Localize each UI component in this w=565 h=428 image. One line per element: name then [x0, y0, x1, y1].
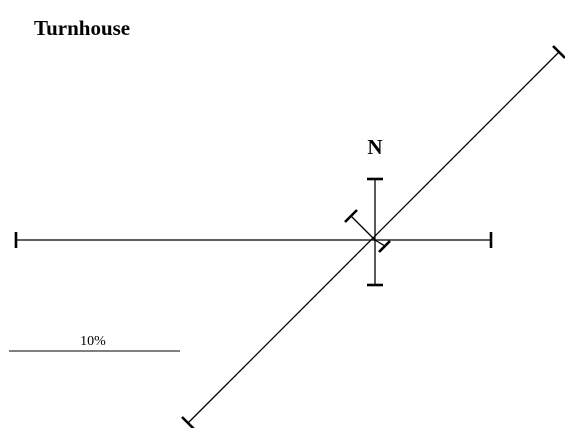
- scale-bar: 10%: [9, 334, 180, 352]
- chart-title: Turnhouse: [34, 16, 130, 40]
- wind-arm-east-west: [14, 232, 493, 248]
- arm-end-tick-southwest: [181, 416, 195, 428]
- arm-end-tick-northeast: [552, 45, 565, 59]
- wind-arm-north-south: [367, 177, 383, 287]
- wind-arm-southeast: [374, 239, 391, 253]
- wind-arm-northwest: [344, 209, 376, 241]
- arm-end-tick-southeast: [378, 240, 391, 253]
- scale-label: 10%: [80, 334, 106, 349]
- north-label: N: [367, 135, 382, 159]
- wind-arm-southwest-northeast: [181, 45, 565, 428]
- arm-end-tick-northwest: [344, 209, 358, 223]
